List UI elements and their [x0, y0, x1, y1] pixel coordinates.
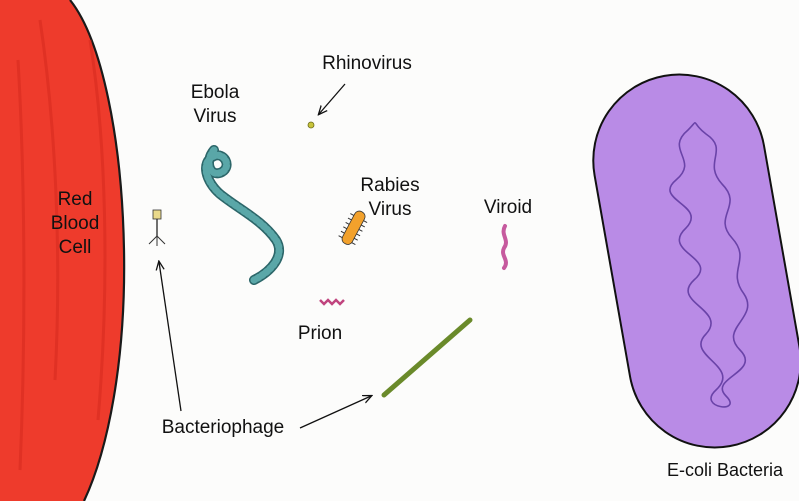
rhinovirus-particle	[308, 122, 314, 128]
ebola-virus-label: Ebola Virus	[183, 81, 247, 129]
viroid-strand	[503, 226, 506, 268]
bacteriophage-label: Bacteriophage	[148, 416, 298, 440]
bacteriophage-arrow-left	[159, 262, 181, 411]
bacteriophage-arrow-right	[300, 396, 371, 428]
ecoli-bacterium	[580, 61, 799, 461]
rhinovirus-label: Rhinovirus	[312, 52, 422, 76]
viroid-label: Viroid	[474, 196, 542, 220]
bacteriophage-rod	[384, 320, 470, 395]
ecoli-label: E-coli Bacteria	[652, 458, 798, 482]
bacteriophage-small	[149, 210, 165, 246]
ebola-virus	[206, 150, 279, 280]
rabies-virus-label: Rabies Virus	[350, 174, 430, 222]
red-blood-cell-label: Red Blood Cell	[40, 188, 110, 260]
rhinovirus-arrow	[319, 84, 345, 114]
prion-strand	[320, 300, 344, 304]
prion-label: Prion	[290, 322, 350, 346]
